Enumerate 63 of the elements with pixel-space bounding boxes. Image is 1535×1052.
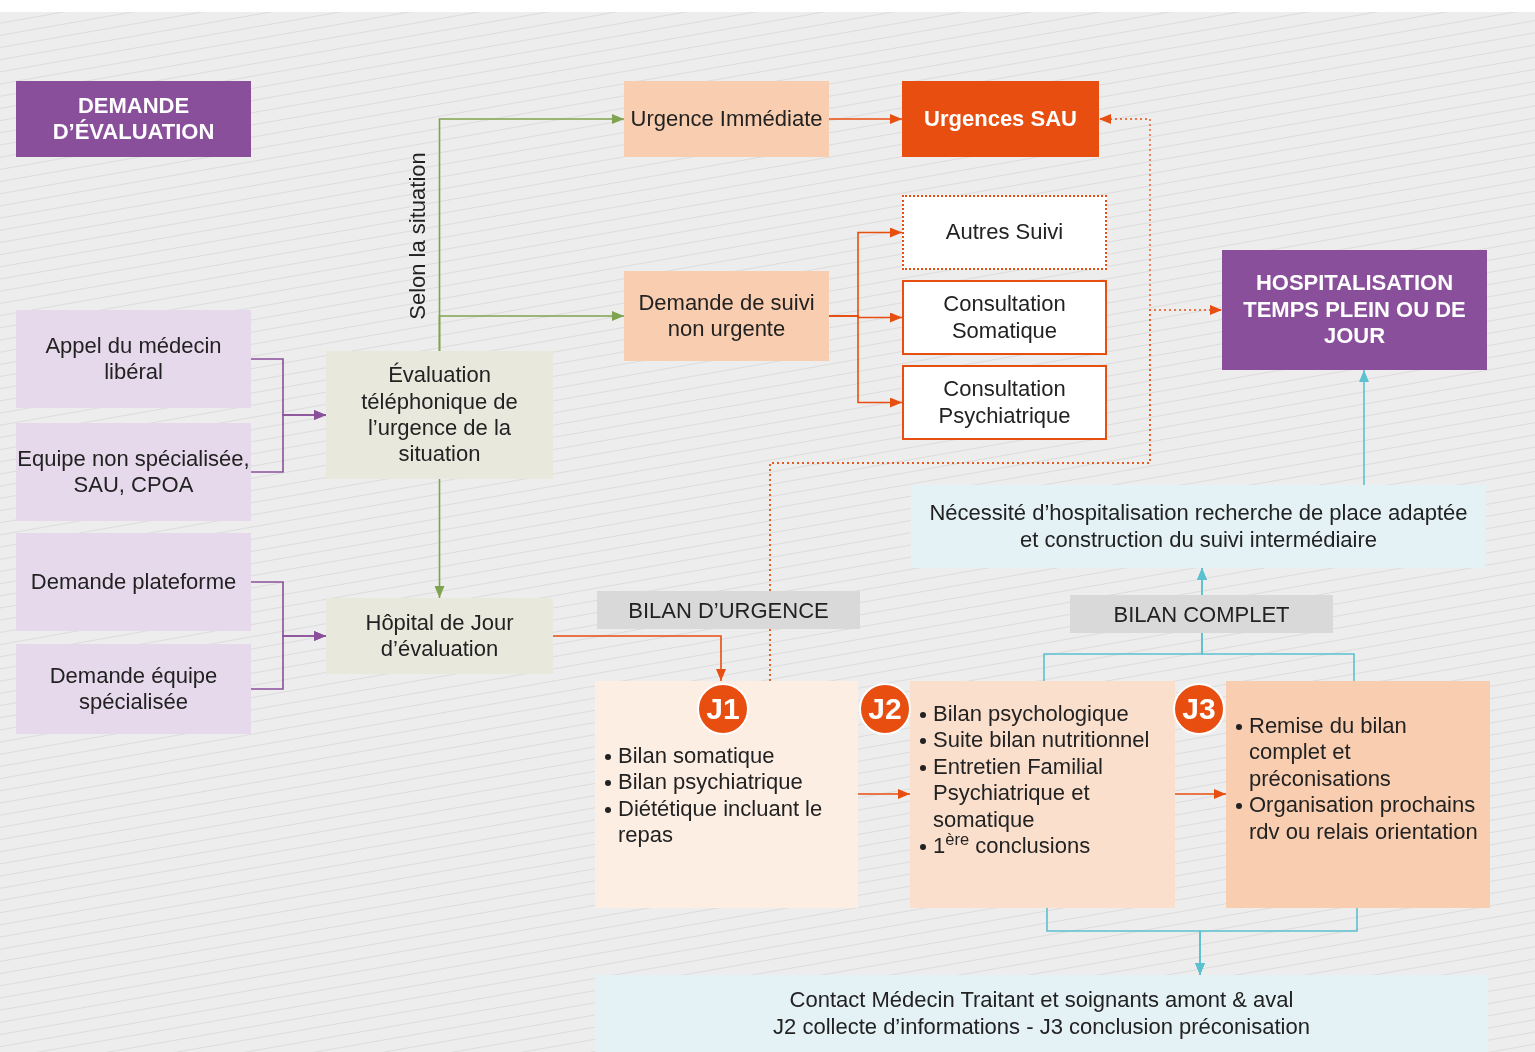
box-label: Appel du médecin libéral <box>44 332 223 386</box>
arrow <box>828 315 903 408</box>
arrow <box>438 311 625 352</box>
day-label: J1 <box>706 691 740 727</box>
bullet-item: Bilan somatique <box>618 743 775 770</box>
box-label: Autres Suivi <box>945 219 1064 246</box>
process-box <box>911 485 1486 568</box>
box-label: HOSPITALISATION TEMPS PLEIN OU DE JOUR <box>1242 270 1467 350</box>
bullet-item: Remise du bilan complet et préconisations <box>1249 713 1408 793</box>
day-label: J3 <box>1182 691 1216 727</box>
process-box <box>624 271 829 361</box>
box-label: Demande plateforme <box>30 568 237 596</box>
arrow <box>552 635 726 682</box>
section-band: BILAN D’URGENCE <box>597 591 860 629</box>
process-box <box>326 351 553 479</box>
arrow <box>434 478 445 599</box>
box-label: Demande équipe spécialisée <box>48 662 219 716</box>
arrow <box>857 789 911 799</box>
box-label: Évaluation téléphonique de l’urgence de la situation <box>360 362 519 468</box>
day-label: J2 <box>868 691 902 727</box>
bullet-item: Organisation prochains rdv ou relais orientation <box>1249 792 1479 845</box>
process-box <box>326 598 553 674</box>
bullet-item: 1$^{ère}$ conclusions <box>933 832 1091 860</box>
arrow <box>769 305 1223 682</box>
source-box <box>16 423 251 521</box>
section-band: BILAN COMPLET <box>1070 595 1333 633</box>
box-label: Nécessité d’hospitalisation recherche de place adaptée et construction du suivi intermédiaire <box>928 500 1469 553</box>
box-label: Consultation Somatique <box>942 291 1067 344</box>
day-badge <box>697 683 749 735</box>
step-panel <box>595 681 858 908</box>
box-label: DEMANDE D’ÉVALUATION <box>51 92 216 146</box>
box-label: Demande de suivi non urgente <box>637 289 816 343</box>
arrow <box>250 631 327 690</box>
process-box <box>902 81 1099 157</box>
box-label: Hôpital de Jour d’évaluation <box>364 609 515 663</box>
process-box <box>1222 250 1487 370</box>
box-label: Urgence Immédiate <box>630 105 823 133</box>
step-panel <box>910 681 1175 908</box>
process-box <box>902 195 1107 270</box>
arrow <box>1359 369 1369 486</box>
process-box <box>595 975 1488 1052</box>
bullet-item: Diététique incluant le repas <box>618 795 824 849</box>
box-label: J2 collecte d’informations - J3 conclusion préconisation <box>773 1013 1310 1040</box>
bullet-item: Bilan psychiatrique <box>618 769 803 796</box>
box-label: Consultation Psychiatrique <box>937 376 1072 429</box>
arrow <box>1195 907 1358 976</box>
box-label: Equipe non spécialisée, SAU, CPOA <box>16 445 251 499</box>
source-box <box>16 644 251 734</box>
arrow <box>250 410 327 473</box>
edge-label: Selon la situation <box>403 152 431 320</box>
source-box <box>16 533 251 631</box>
source-box <box>16 310 251 408</box>
process-box <box>902 280 1107 355</box>
step-panel <box>1226 681 1490 908</box>
process-box <box>902 365 1107 440</box>
box-label: Urgences SAU <box>924 105 1077 133</box>
process-box <box>624 81 829 157</box>
arrow <box>828 114 903 124</box>
arrow <box>1174 789 1227 799</box>
title-box <box>16 81 251 157</box>
bullet-item: Suite bilan nutritionnel <box>933 727 1150 754</box>
bullet-item: Bilan psychologique <box>933 701 1129 728</box>
box-label: Contact Médecin Traitant et soignants amont & aval <box>789 987 1294 1014</box>
